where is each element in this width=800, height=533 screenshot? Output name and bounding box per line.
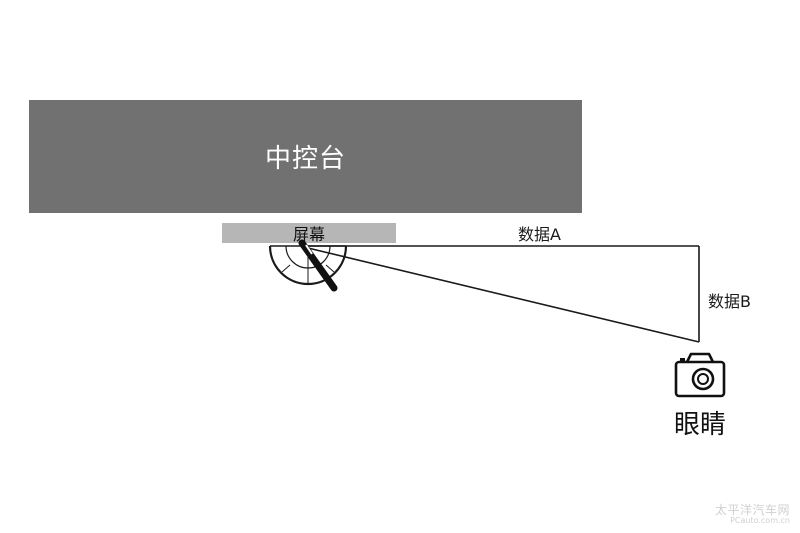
watermark: 太平洋汽车网 PCauto.com.cn <box>715 504 790 525</box>
watermark-domain: PCauto.com.cn <box>730 515 790 525</box>
center-console-block: 中控台 <box>29 100 582 213</box>
watermark-brand: 太平洋汽车网 <box>714 503 790 518</box>
camera-icon <box>674 352 726 398</box>
sightline <box>307 247 700 343</box>
center-console-label: 中控台 <box>264 144 346 174</box>
data-a-label: 数据A <box>518 225 561 244</box>
screen-block: 屏幕 <box>222 223 396 244</box>
pencil-icon <box>298 239 338 292</box>
screen-label: 屏幕 <box>292 225 325 244</box>
data-b-label: 数据B <box>708 292 751 311</box>
eyes-label: 眼睛 <box>674 410 727 440</box>
